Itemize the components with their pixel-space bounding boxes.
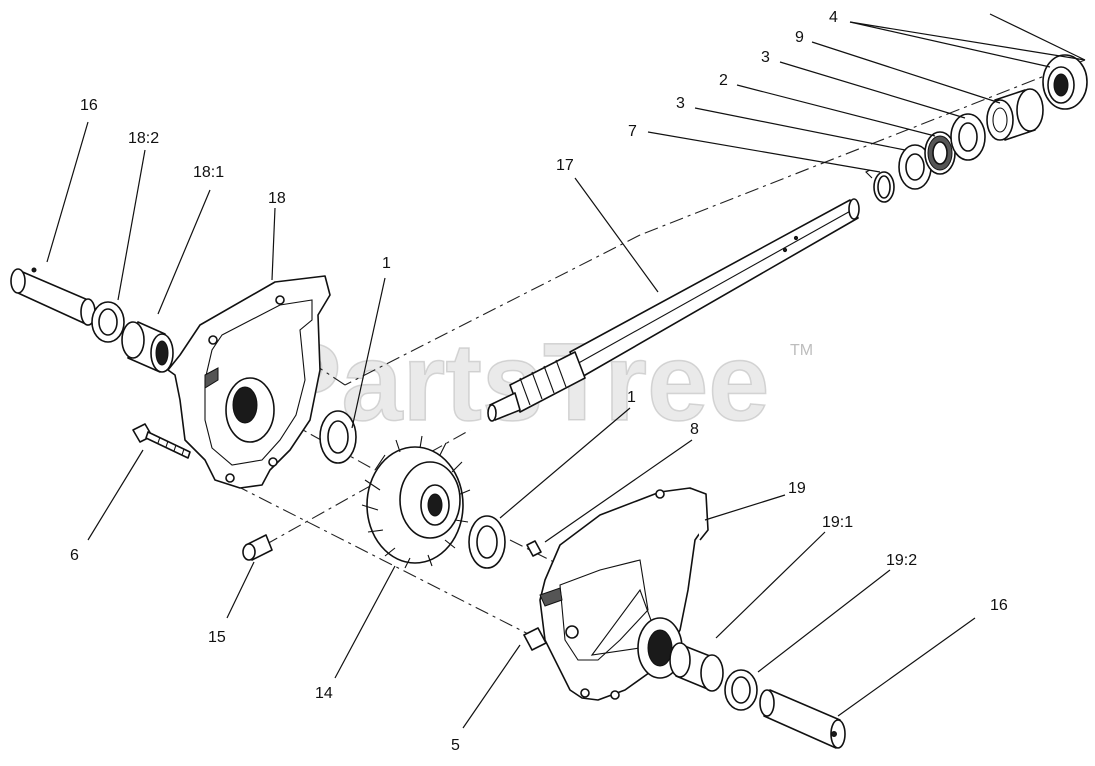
leader-18-2	[117, 149, 146, 301]
callout-16-right: 16	[990, 597, 1008, 614]
leader-8	[544, 439, 693, 543]
centerline-gear	[264, 429, 471, 546]
callout-7: 7	[628, 123, 637, 140]
leader-3a	[779, 61, 966, 119]
part-1-washer-lower	[468, 515, 506, 569]
leader-4b	[989, 13, 1086, 61]
callout-18-2: 18:2	[128, 130, 159, 147]
part-19-1-bushing	[669, 642, 724, 692]
callout-9: 9	[795, 29, 804, 46]
callout-4: 4	[829, 9, 838, 26]
leader-7	[647, 131, 881, 173]
part-8-key	[526, 540, 542, 557]
leader-18-1	[157, 189, 211, 315]
callout-labels: 4 9 3 2 3 7 17 16 18:2 18:1 18 1 1 8 19 …	[70, 9, 1008, 754]
centerline-gear-axis	[239, 394, 376, 471]
leader-16b	[837, 617, 976, 717]
leader-17	[574, 177, 659, 293]
centerline-lower	[234, 484, 541, 641]
part-15-dowel	[242, 534, 273, 561]
watermark-trademark: TM	[790, 342, 813, 359]
callout-1-upper: 1	[382, 255, 391, 272]
part-6-bolt	[132, 423, 191, 459]
callout-5: 5	[451, 737, 460, 754]
callout-8: 8	[690, 421, 699, 438]
callout-3-lower: 3	[676, 95, 685, 112]
callout-16-left: 16	[80, 97, 98, 114]
part-4-seal	[1042, 54, 1088, 110]
part-19-2-washer	[724, 669, 758, 711]
callout-19-1: 19:1	[822, 514, 853, 531]
leader-14	[334, 565, 396, 679]
leader-5	[462, 644, 521, 729]
part-18-2-washer	[91, 301, 125, 343]
callout-19-2: 19:2	[886, 552, 917, 569]
leader-1b	[499, 407, 631, 519]
leader-2	[736, 84, 936, 137]
part-18-left-housing	[167, 275, 331, 489]
leader-19-1	[715, 531, 826, 639]
part-18-1-bushing	[121, 321, 174, 373]
centerline-shaft-upper	[639, 59, 1086, 236]
leader-lines	[46, 13, 1086, 729]
leader-6	[87, 449, 144, 541]
part-16-left-pin	[10, 267, 96, 326]
leader-19	[704, 494, 786, 521]
callout-14: 14	[315, 685, 333, 702]
leader-4c	[849, 21, 1051, 68]
centerline-shaft-mid	[344, 234, 641, 386]
leader-15	[226, 561, 255, 619]
part-5-vent-plug	[523, 627, 547, 651]
leader-18	[271, 207, 276, 281]
part-3-washer-upper	[950, 113, 986, 161]
callout-18: 18	[268, 190, 286, 207]
part-3-washer-lower	[898, 144, 932, 190]
leader-16a	[46, 121, 89, 263]
part-7-snap-ring	[865, 169, 895, 203]
part-16-right-pin	[759, 689, 846, 749]
leader-3b	[694, 107, 906, 151]
leader-4a	[849, 21, 1086, 61]
part-14-worm-gear	[361, 435, 471, 569]
part-1-washer-upper	[319, 410, 357, 464]
callout-1-lower: 1	[627, 389, 636, 406]
leader-9	[811, 41, 1001, 104]
leader-19-2	[757, 569, 891, 673]
callout-3-upper: 3	[761, 49, 770, 66]
part-17-worm-shaft	[487, 198, 860, 422]
part-9-bushing	[986, 88, 1044, 141]
callout-18-1: 18:1	[193, 164, 224, 181]
part-19-right-housing	[539, 487, 709, 701]
callout-17: 17	[556, 157, 574, 174]
callout-15: 15	[208, 629, 226, 646]
leader-1a	[351, 277, 386, 429]
callout-6: 6	[70, 547, 79, 564]
callout-19: 19	[788, 480, 806, 497]
callout-2: 2	[719, 72, 728, 89]
